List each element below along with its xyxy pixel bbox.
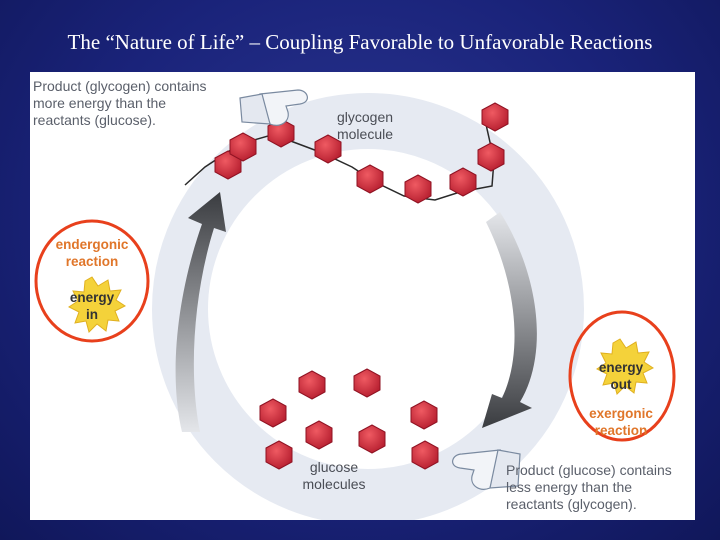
glycogen-unit (449, 167, 477, 197)
glucose-unit (259, 398, 287, 428)
glucose-unit (298, 370, 326, 400)
glucose-molecules (259, 368, 439, 470)
exergonic-label: exergonic reaction (589, 406, 653, 438)
bottom-note: Product (glucose) contains less energy t… (506, 462, 672, 512)
diagram-panel: Product (glycogen) contains more energy … (30, 72, 695, 520)
slide-title: The “Nature of Life” – Coupling Favorabl… (67, 30, 653, 54)
glucose-unit (411, 440, 439, 470)
exergonic-arrow (482, 212, 537, 428)
endergonic-arrow (175, 192, 226, 432)
glycogen-unit (404, 174, 432, 204)
reaction-cycle-diagram (34, 89, 676, 520)
energy-in-label: energy in (69, 290, 115, 322)
glycogen-unit (477, 142, 505, 172)
pointing-hand-top-icon (239, 89, 308, 126)
glucose-unit (305, 420, 333, 450)
glycogen-unit (214, 150, 242, 180)
glucose-unit (353, 368, 381, 398)
glycogen-unit (356, 164, 384, 194)
glycogen-label: glycogen molecule (336, 109, 394, 142)
cycle-ring (152, 93, 584, 520)
glucose-unit (410, 400, 438, 430)
glucose-label: glucose molecules (302, 459, 366, 492)
exergonic-highlight-circle (568, 310, 676, 442)
glycogen-unit (481, 102, 509, 132)
glycogen-chain (214, 102, 509, 204)
top-note: Product (glycogen) contains more energy … (33, 78, 207, 128)
energy-out-burst-icon (596, 338, 654, 395)
glucose-unit (265, 440, 293, 470)
glycogen-unit (229, 132, 257, 162)
endergonic-label: endergonic reaction (55, 237, 129, 269)
energy-out-label: energy out (598, 360, 644, 392)
glucose-unit (358, 424, 386, 454)
glycogen-unit (314, 134, 342, 164)
energy-in-burst-icon (68, 276, 126, 333)
endergonic-highlight-circle (34, 219, 150, 343)
pointing-hand-bottom-icon (452, 449, 521, 490)
